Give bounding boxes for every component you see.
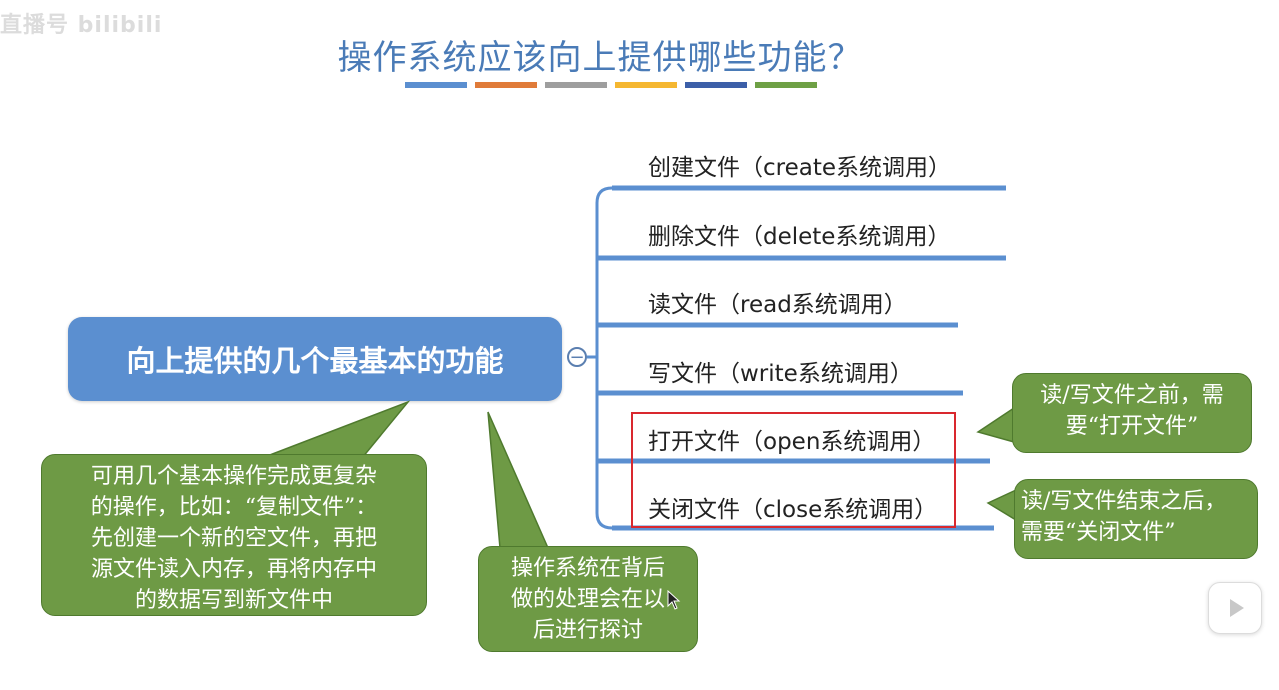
- note-bubble-close: 读/写文件结束之后， 需要“关闭文件”: [1014, 479, 1258, 559]
- title-color-bar: [475, 82, 537, 88]
- page-title: 操作系统应该向上提供哪些功能？: [337, 38, 863, 78]
- note-line: 读/写文件之前，需: [1040, 383, 1224, 408]
- note-line: 做的处理会在以: [510, 587, 665, 612]
- title-color-bar: [685, 82, 747, 88]
- note-line: 操作系统在背后: [510, 556, 665, 581]
- note-bubble-copy-file: 可用几个基本操作完成更复杂 的操作，比如：“复制文件”： 先创建一个新的空文件，…: [41, 454, 427, 616]
- title-color-bar: [755, 82, 817, 88]
- root-node[interactable]: 向上提供的几个最基本的功能: [68, 317, 562, 401]
- branch-delete[interactable]: 删除文件（delete系统调用）: [648, 224, 951, 250]
- note-line: 的数据写到新文件中: [134, 588, 333, 613]
- title-color-bar: [615, 82, 677, 88]
- title-color-bar: [405, 82, 467, 88]
- branch-close[interactable]: 关闭文件（close系统调用）: [648, 497, 938, 523]
- collapse-icon[interactable]: −: [567, 347, 587, 367]
- note-line: 的操作，比如：“复制文件”：: [90, 495, 378, 520]
- title-color-bars: [405, 82, 817, 88]
- note-line: 读/写文件结束之后，: [1021, 489, 1227, 514]
- title-color-bar: [545, 82, 607, 88]
- play-icon: [1230, 599, 1244, 617]
- branch-read[interactable]: 读文件（read系统调用）: [648, 292, 907, 318]
- play-button[interactable]: [1208, 582, 1262, 634]
- note-bubble-background: 操作系统在背后 做的处理会在以 后进行探讨: [478, 546, 698, 652]
- branch-create[interactable]: 创建文件（create系统调用）: [648, 155, 952, 181]
- branch-write[interactable]: 写文件（write系统调用）: [648, 361, 913, 387]
- note-line: 可用几个基本操作完成更复杂: [90, 464, 377, 489]
- note-bubble-open: 读/写文件之前，需 要“打开文件”: [1012, 373, 1252, 453]
- note-line: 先创建一个新的空文件，再把: [90, 526, 377, 551]
- branch-bracket: [595, 186, 613, 530]
- note-line: 要“打开文件”: [1065, 414, 1199, 439]
- note-line: 需要“关闭文件”: [1021, 520, 1176, 545]
- note-line: 源文件读入内存，再将内存中: [90, 557, 377, 582]
- open-close-highlight: [631, 412, 956, 528]
- branch-open[interactable]: 打开文件（open系统调用）: [648, 429, 936, 455]
- note-line: 后进行探讨: [532, 618, 643, 643]
- watermark: 直播号 bilibili: [0, 13, 163, 38]
- mouse-cursor-icon: [667, 590, 681, 610]
